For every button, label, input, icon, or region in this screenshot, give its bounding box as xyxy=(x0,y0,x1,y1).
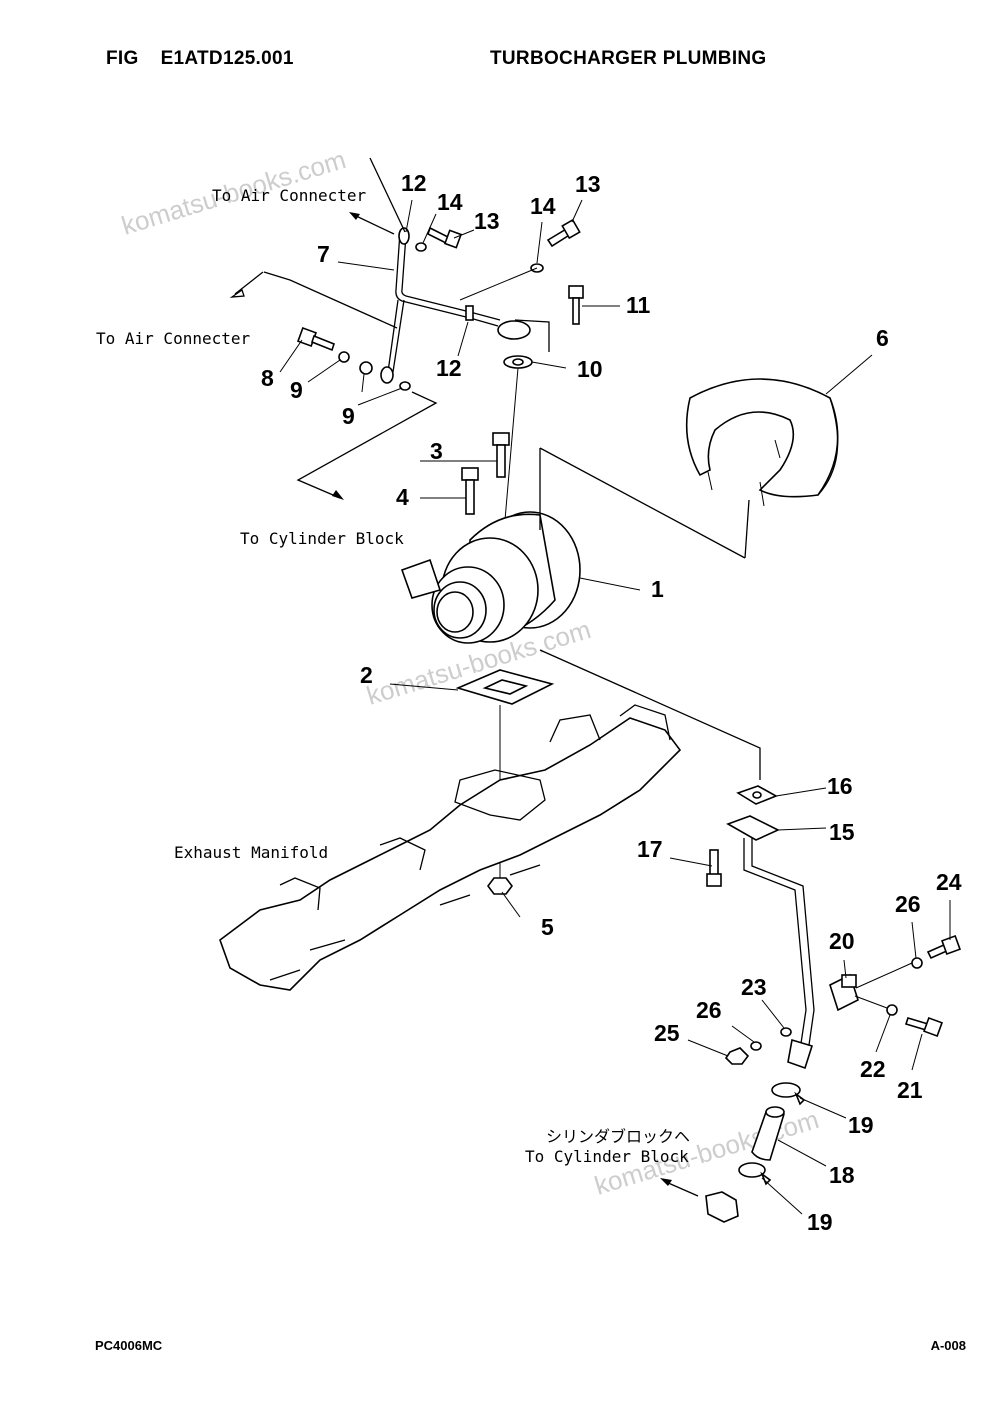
bolt-13-right xyxy=(546,218,581,248)
callout-10: 10 xyxy=(577,356,603,382)
label-to-cylinder-block-bottom: To Cylinder Block xyxy=(525,1147,689,1166)
callout-26a: 26 xyxy=(895,891,921,917)
callout-17: 17 xyxy=(637,836,663,862)
heat-shield-6 xyxy=(685,378,839,507)
clamp-19-lower xyxy=(738,1162,772,1186)
hose-18 xyxy=(751,1106,785,1161)
bolt-13-upper xyxy=(427,226,463,249)
fig-code: E1ATD125.001 xyxy=(160,48,294,69)
callout-16: 16 xyxy=(827,773,853,799)
connector-8 xyxy=(297,327,335,352)
callout-14a: 14 xyxy=(437,189,463,215)
callout-20: 20 xyxy=(829,928,855,954)
callout-23: 23 xyxy=(741,974,767,1000)
oil-line-assembly xyxy=(229,157,550,384)
fig-label: FIG xyxy=(106,48,139,69)
cylinder-block-fitting xyxy=(705,1191,739,1223)
callout-1: 1 xyxy=(651,576,664,602)
bolt-11 xyxy=(568,285,584,325)
bolt-17 xyxy=(706,849,722,887)
callout-2: 2 xyxy=(360,662,373,688)
bolt-21 xyxy=(904,1017,943,1037)
callout-13a: 13 xyxy=(474,208,500,234)
leader-lines xyxy=(279,199,951,1215)
washer-23 xyxy=(780,1027,792,1037)
label-to-air-connecter-left: To Air Connecter xyxy=(96,329,250,348)
bolt-24 xyxy=(926,935,961,960)
gasket-10 xyxy=(503,355,533,369)
footer-model: PC4006MC xyxy=(95,1338,163,1353)
nut-5 xyxy=(487,877,513,895)
footer-page-number: A-008 xyxy=(930,1338,966,1353)
washer-22 xyxy=(886,1004,898,1016)
callout-7: 7 xyxy=(317,241,330,267)
callout-9b: 9 xyxy=(342,403,355,429)
callout-13b: 13 xyxy=(575,171,601,197)
oil-tube xyxy=(743,838,815,1070)
fitting-9-b xyxy=(359,361,411,393)
arrow-to-cylinder-block-bottom xyxy=(660,1178,699,1197)
washer-26-left xyxy=(750,1041,762,1051)
watermark-group: komatsu-books.com komatsu-books.com koma… xyxy=(118,144,822,1201)
callout-9a: 9 xyxy=(290,377,303,403)
turbocharger-1 xyxy=(400,447,750,644)
callout-11: 11 xyxy=(626,292,651,318)
page-title: TURBOCHARGER PLUMBING xyxy=(490,48,767,69)
callout-14b: 14 xyxy=(530,193,556,219)
callout-21: 21 xyxy=(897,1077,923,1103)
label-to-air-connecter-top: To Air Connecter xyxy=(212,186,366,205)
callout-3: 3 xyxy=(430,438,443,464)
callout-12a: 12 xyxy=(401,170,427,196)
clamp-19-upper xyxy=(771,1082,806,1106)
bolt-4 xyxy=(461,467,479,515)
gasket-16 xyxy=(736,785,778,805)
callout-19b: 19 xyxy=(807,1209,833,1235)
callout-18: 18 xyxy=(829,1162,855,1188)
washer-26-right xyxy=(911,957,923,969)
washer-9-a xyxy=(338,351,350,363)
exhaust-manifold xyxy=(219,704,682,991)
callout-8: 8 xyxy=(261,365,274,391)
figure-header: FIG E1ATD125.001 xyxy=(106,48,316,70)
callout-4: 4 xyxy=(396,484,409,510)
nut-25 xyxy=(724,1047,750,1065)
callout-15: 15 xyxy=(829,819,855,845)
flange-15 xyxy=(726,815,780,841)
callout-12b: 12 xyxy=(436,355,462,381)
label-to-cylinder-block: To Cylinder Block xyxy=(240,529,404,548)
callout-26b: 26 xyxy=(696,997,722,1023)
label-to-cylinder-block-jp: シリンダブロックヘ xyxy=(546,1127,690,1146)
callout-25: 25 xyxy=(654,1020,680,1046)
callout-6: 6 xyxy=(876,325,889,351)
bolt-3 xyxy=(492,432,510,478)
callout-5: 5 xyxy=(541,914,554,940)
gasket-2 xyxy=(455,669,555,705)
arrow-to-cylinder-block-left xyxy=(296,391,438,500)
washer-14-upper xyxy=(415,242,427,252)
arrow-to-air-connecter-top xyxy=(349,212,395,235)
callout-24: 24 xyxy=(936,869,962,895)
callout-19a: 19 xyxy=(848,1112,874,1138)
callout-22: 22 xyxy=(860,1056,886,1082)
bracket-20 xyxy=(829,973,859,1012)
label-exhaust-manifold: Exhaust Manifold xyxy=(174,843,328,862)
connection-line xyxy=(539,649,761,780)
